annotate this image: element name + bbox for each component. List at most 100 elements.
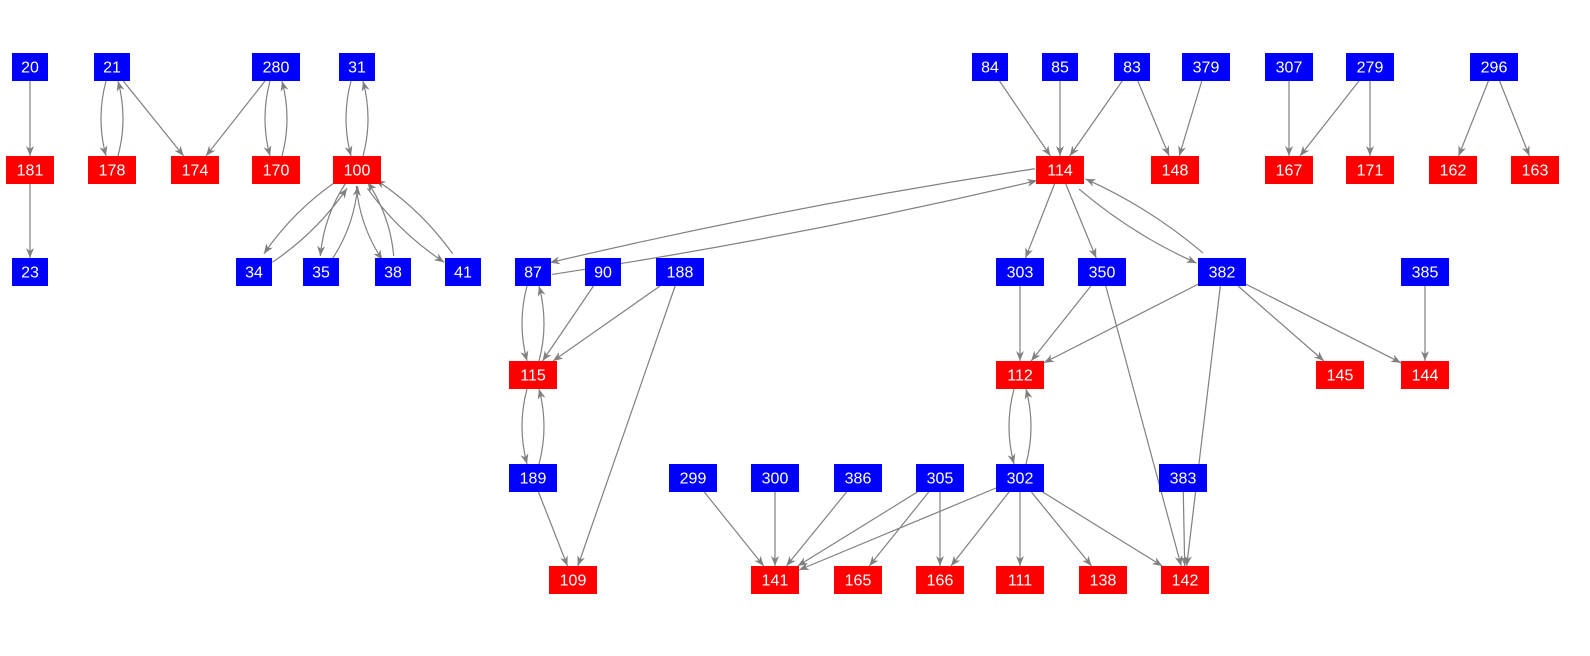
node-302[interactable]: 302 (996, 464, 1044, 492)
node-188[interactable]: 188 (656, 258, 704, 286)
node-142[interactable]: 142 (1161, 566, 1209, 594)
node-109[interactable]: 109 (549, 566, 597, 594)
node-141[interactable]: 141 (751, 566, 799, 594)
node-296[interactable]: 296 (1470, 53, 1518, 81)
node-box (1429, 156, 1477, 184)
edge-90-to-115 (542, 285, 594, 362)
node-box (996, 361, 1044, 389)
node-label: 144 (1412, 368, 1439, 385)
node-label: 299 (680, 471, 707, 488)
node-144[interactable]: 144 (1401, 361, 1449, 389)
node-148[interactable]: 148 (1151, 156, 1199, 184)
node-163[interactable]: 163 (1511, 156, 1559, 184)
edge-87-to-114 (552, 178, 1038, 276)
edge-189-to-115 (537, 388, 546, 465)
node-189[interactable]: 189 (509, 464, 557, 492)
node-34[interactable]: 34 (236, 258, 272, 286)
node-165[interactable]: 165 (834, 566, 882, 594)
node-181[interactable]: 181 (6, 156, 54, 184)
node-307[interactable]: 307 (1265, 53, 1313, 81)
node-label: 305 (927, 471, 954, 488)
node-145[interactable]: 145 (1316, 361, 1364, 389)
node-170[interactable]: 170 (252, 156, 300, 184)
edge-178-to-21 (116, 80, 125, 157)
node-90[interactable]: 90 (585, 258, 621, 286)
node-41[interactable]: 41 (445, 258, 481, 286)
node-385[interactable]: 385 (1401, 258, 1449, 286)
node-178[interactable]: 178 (88, 156, 136, 184)
edge-41-to-100 (375, 179, 454, 255)
node-299[interactable]: 299 (669, 464, 717, 492)
node-35[interactable]: 35 (303, 258, 339, 286)
node-100[interactable]: 100 (333, 156, 381, 184)
node-box (445, 258, 481, 286)
node-box (1159, 464, 1207, 492)
node-label: 170 (263, 163, 290, 180)
node-111[interactable]: 111 (996, 566, 1044, 594)
node-box (916, 464, 964, 492)
node-box (509, 361, 557, 389)
node-83[interactable]: 83 (1114, 53, 1150, 81)
node-box (252, 53, 300, 81)
node-171[interactable]: 171 (1346, 156, 1394, 184)
node-label: 85 (1051, 60, 1069, 77)
node-23[interactable]: 23 (12, 258, 48, 286)
node-280[interactable]: 280 (252, 53, 300, 81)
node-label: 138 (1090, 573, 1117, 590)
node-114[interactable]: 114 (1036, 156, 1084, 184)
node-label: 145 (1327, 368, 1354, 385)
node-85[interactable]: 85 (1042, 53, 1078, 81)
node-115[interactable]: 115 (509, 361, 557, 389)
node-303[interactable]: 303 (996, 258, 1044, 286)
edge-382-to-142 (1183, 285, 1221, 567)
node-21[interactable]: 21 (94, 53, 130, 81)
edge-114-to-350 (1065, 183, 1097, 259)
node-20[interactable]: 20 (12, 53, 48, 81)
edge-35-to-100 (331, 185, 361, 261)
node-38[interactable]: 38 (375, 258, 411, 286)
edge-302-to-141 (798, 487, 997, 571)
node-174[interactable]: 174 (171, 156, 219, 184)
node-383[interactable]: 383 (1159, 464, 1207, 492)
node-label: 38 (384, 265, 402, 282)
node-box (656, 258, 704, 286)
node-label: 84 (981, 60, 999, 77)
node-84[interactable]: 84 (972, 53, 1008, 81)
edge-280-to-170 (263, 80, 272, 157)
node-label: 112 (1007, 368, 1033, 385)
node-112[interactable]: 112 (996, 361, 1044, 389)
node-379[interactable]: 379 (1182, 53, 1230, 81)
node-label: 382 (1209, 265, 1236, 282)
node-87[interactable]: 87 (515, 258, 551, 286)
edge-382-to-144 (1245, 283, 1402, 364)
edge-31-to-100 (344, 80, 353, 157)
edge-100-to-31 (361, 80, 370, 157)
edge-302-to-142 (1042, 491, 1163, 567)
node-382[interactable]: 382 (1198, 258, 1246, 286)
node-162[interactable]: 162 (1429, 156, 1477, 184)
edge-280-to-174 (205, 80, 266, 157)
edge-83-to-114 (1069, 80, 1123, 157)
edge-84-to-114 (999, 80, 1051, 157)
node-box (1346, 53, 1394, 81)
edge-302-to-166 (950, 491, 1010, 567)
node-box (996, 464, 1044, 492)
node-31[interactable]: 31 (339, 53, 375, 81)
node-box (12, 258, 48, 286)
edge-386-to-141 (785, 491, 848, 567)
node-label: 165 (845, 573, 872, 590)
node-167[interactable]: 167 (1265, 156, 1313, 184)
node-386[interactable]: 386 (834, 464, 882, 492)
node-label: 141 (762, 573, 789, 590)
node-label: 385 (1412, 265, 1439, 282)
node-305[interactable]: 305 (916, 464, 964, 492)
node-300[interactable]: 300 (751, 464, 799, 492)
node-138[interactable]: 138 (1079, 566, 1127, 594)
node-166[interactable]: 166 (916, 566, 964, 594)
node-label: 166 (927, 573, 954, 590)
node-279[interactable]: 279 (1346, 53, 1394, 81)
node-350[interactable]: 350 (1078, 258, 1126, 286)
node-box (6, 156, 54, 184)
node-label: 148 (1162, 163, 1189, 180)
